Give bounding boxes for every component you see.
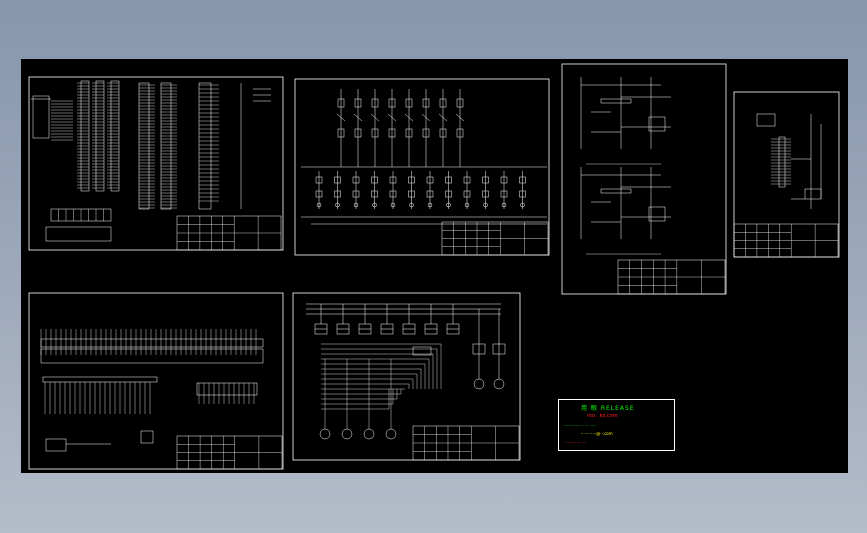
terminal-column-0	[80, 80, 90, 192]
control-relay-1	[648, 206, 666, 222]
detail-terminal	[778, 136, 786, 188]
sheet-terminal-wiring-1	[28, 76, 284, 251]
release-url: mo. .ko.com	[587, 413, 618, 419]
terminal-column-1	[95, 80, 105, 192]
terminal-rail-0	[138, 82, 150, 210]
motor-right-0	[473, 378, 485, 390]
strip-tag-box	[45, 438, 67, 452]
strip-part	[140, 430, 154, 444]
detail-relay	[804, 188, 822, 200]
cad-model-canvas[interactable]: 用 眼 RELEASE mo. .ko.com ·············· ·…	[21, 59, 848, 473]
terminal-rail-2	[198, 82, 212, 210]
terminal-rail-1	[160, 82, 172, 210]
motor-0	[319, 428, 331, 440]
sheet-motor-wiring	[292, 292, 521, 461]
terminal-block-left	[32, 95, 50, 139]
sub-strip	[42, 376, 158, 383]
terminal-column-2	[110, 80, 120, 192]
motor-right-1	[493, 378, 505, 390]
sheet-main-circuit	[294, 78, 550, 256]
motor-2	[363, 428, 375, 440]
detail-label	[756, 113, 776, 127]
motor-junction	[412, 346, 432, 356]
release-info-box: 用 眼 RELEASE mo. .ko.com ·············· ·…	[558, 399, 675, 451]
release-line-3: ·············· ·· ·· ·····	[563, 423, 597, 428]
strip-top	[40, 338, 264, 348]
release-email: ·· ··· ·····@··.com	[581, 431, 613, 436]
motor-1	[341, 428, 353, 440]
control-relay-0	[648, 116, 666, 132]
release-title: 用 眼 RELEASE	[581, 405, 635, 412]
sheet-terminal-strip	[28, 292, 284, 470]
connector-lower	[45, 226, 112, 242]
motor-3	[385, 428, 397, 440]
sheet-control-loops	[561, 63, 727, 295]
terminal-strip-bar	[40, 348, 264, 364]
drawing-layer	[28, 63, 840, 470]
release-line-5: ·················	[565, 440, 587, 445]
sub-strip-2	[196, 382, 258, 396]
